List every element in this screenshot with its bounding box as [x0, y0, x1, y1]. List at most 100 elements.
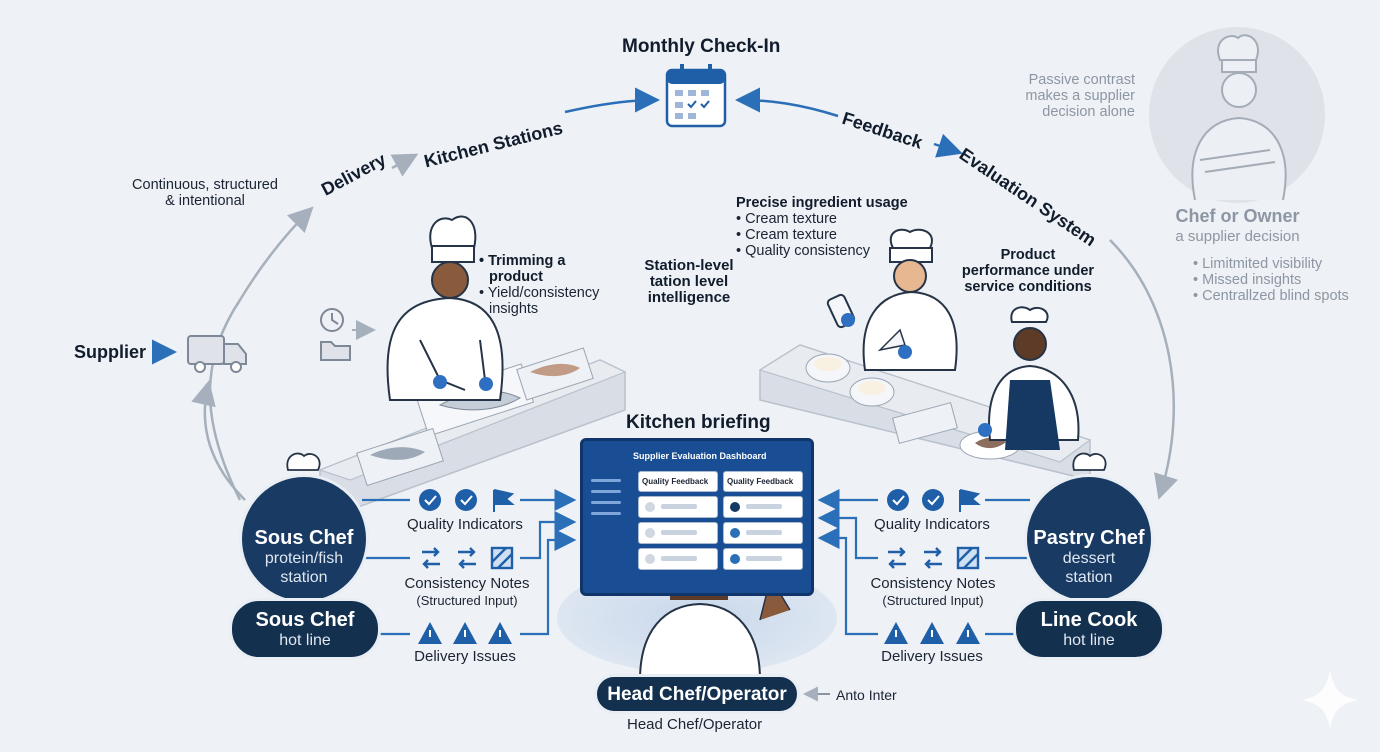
- role-station: station: [1065, 569, 1113, 586]
- left-consistency-notes-label: Consistency Notes: [404, 575, 530, 592]
- passive-issue-item: Centrallzed blind spots: [1193, 288, 1349, 304]
- continuous-note-line2: & intentional: [165, 193, 245, 209]
- right-quality-indicators-label: Quality Indicators: [874, 516, 990, 533]
- supplier-label: Supplier: [74, 342, 147, 362]
- cycle-arc-right: [1109, 239, 1178, 500]
- passive-issue-item: Missed insights: [1193, 272, 1349, 288]
- dashboard-column-right: Quality Feedback: [723, 471, 803, 595]
- dashboard-row[interactable]: [638, 522, 718, 544]
- right-check-icons: [887, 489, 981, 512]
- yield-note: • Yield/consistency insights: [479, 285, 600, 317]
- supplier-up-arc: [191, 380, 246, 501]
- product-perf-line2: performance under: [961, 263, 1095, 279]
- passive-note-line3: decision alone: [1042, 104, 1135, 120]
- right-structured-input-label: (Structured Input): [882, 593, 984, 608]
- fish-chef-figure: [386, 215, 504, 401]
- role-name: Pastry Chef: [1033, 527, 1145, 549]
- head-chef-pill-label: Head Chef/Operator: [607, 684, 787, 705]
- left-quality-indicators-label: Quality Indicators: [407, 516, 523, 533]
- dashboard-sidebar: [591, 471, 621, 515]
- role-station: dessert: [1062, 550, 1116, 567]
- role-name: Sous Chef: [255, 609, 355, 631]
- dashboard-title: Supplier Evaluation Dashboard: [633, 451, 767, 461]
- dashboard-column-header: Quality Feedback: [723, 471, 803, 492]
- trimming-line2: product: [489, 269, 543, 285]
- trimming-line1: Trimming a: [488, 253, 566, 269]
- head-chef-side-note: Anto Inter: [836, 687, 897, 703]
- role-station: hot line: [1063, 632, 1115, 649]
- sparkle-mark: [1302, 670, 1358, 728]
- role-name: Line Cook: [1040, 609, 1138, 631]
- role-name: Sous Chef: [254, 527, 354, 549]
- continuous-note-line1: Continuous, structured: [132, 177, 278, 193]
- role-station: hot line: [279, 632, 331, 649]
- cycle-arc-up-left: [564, 87, 660, 114]
- chef-or-owner-subtitle: a supplier decision: [1175, 228, 1300, 245]
- precise-usage-item: Cream texture: [736, 211, 908, 227]
- yield-line2: insights: [489, 301, 539, 317]
- folder-icon-shape: [320, 341, 351, 361]
- right-cycle-icons: [888, 546, 980, 570]
- dashboard-column-header: Quality Feedback: [638, 471, 718, 492]
- clock-icon-shape: [320, 308, 344, 332]
- station-level-line3: intelligence: [647, 289, 731, 306]
- head-chef-operator-badge[interactable]: Head Chef/Operator: [594, 674, 800, 714]
- station-level-line2: tation level: [649, 273, 729, 290]
- precise-usage-item: Quality consistency: [736, 243, 908, 259]
- right-warning-icons: [884, 622, 980, 644]
- dashboard-row[interactable]: [723, 496, 803, 518]
- pastry-chef-dessert-station-badge[interactable]: Pastry Chef dessert station: [1024, 474, 1154, 604]
- left-cycle-icons: [422, 546, 514, 570]
- passive-contrast-note: Passive contrast makes a supplier decisi…: [1010, 72, 1135, 120]
- precise-usage-item: Cream texture: [736, 227, 908, 243]
- head-chef-caption: Head Chef/Operator: [627, 716, 763, 733]
- role-station: station: [280, 569, 328, 586]
- feedback-arrow: [933, 133, 963, 158]
- monthly-checkin-title: Monthly Check-In: [622, 36, 781, 57]
- dessert-tray: [892, 402, 958, 444]
- left-structured-input-label: (Structured Input): [416, 593, 518, 608]
- left-connectors: [362, 489, 577, 636]
- station-level-note: Station-level tation level intelligence: [634, 258, 744, 306]
- sous-chef-hot-line-badge[interactable]: Sous Chef hot line: [229, 598, 381, 660]
- trimming-note: • Trimming a product: [479, 253, 566, 285]
- product-perf-line1: Product: [1000, 247, 1056, 263]
- precise-usage-title: Precise ingredient usage: [736, 195, 908, 211]
- left-delivery-issues-label: Delivery Issues: [414, 648, 516, 665]
- dashboard-row[interactable]: [638, 548, 718, 570]
- pastry-chef-figure: [826, 228, 958, 371]
- station-level-line1: Station-level: [644, 257, 734, 274]
- product-performance-note: Product performance under service condit…: [958, 247, 1098, 295]
- left-warning-icons: [418, 622, 512, 644]
- delivery-arrow: [390, 153, 419, 177]
- line-cook-figure: [978, 306, 1080, 450]
- supplier-evaluation-dashboard[interactable]: Supplier Evaluation Dashboard Quality Fe…: [580, 438, 814, 596]
- passive-note-line1: Passive contrast: [1028, 72, 1135, 88]
- calendar-icon-shape: [665, 64, 727, 128]
- right-consistency-notes-label: Consistency Notes: [870, 575, 996, 592]
- dashboard-row[interactable]: [723, 548, 803, 570]
- precise-usage-block: Precise ingredient usage Cream texture C…: [736, 195, 908, 259]
- passive-issues-list: Limitmited visibility Missed insights Ce…: [1193, 256, 1349, 304]
- yield-line1: Yield/consistency: [487, 285, 600, 301]
- sous-chef-fish-station-badge[interactable]: Sous Chef protein/fish station: [239, 474, 369, 604]
- line-cook-hot-line-badge[interactable]: Line Cook hot line: [1013, 598, 1165, 660]
- continuous-note: Continuous, structured & intentional: [120, 177, 290, 209]
- dashboard-row[interactable]: [723, 522, 803, 544]
- cycle-arc-left: [208, 206, 314, 501]
- passive-issue-item: Limitmited visibility: [1193, 256, 1349, 272]
- kitchen-briefing-title: Kitchen briefing: [626, 412, 771, 433]
- chef-or-owner-title: Chef or Owner: [1175, 206, 1300, 226]
- dashboard-row[interactable]: [638, 496, 718, 518]
- left-check-icons: [419, 489, 515, 512]
- passive-chef-figure: [1191, 34, 1287, 201]
- dashboard-column-left: Quality Feedback: [638, 471, 718, 595]
- right-connectors: [817, 489, 1030, 636]
- cycle-arc-up-right: [735, 87, 839, 118]
- truck-icon-shape: [187, 335, 247, 373]
- product-perf-line3: service conditions: [964, 279, 1092, 295]
- right-delivery-issues-label: Delivery Issues: [881, 648, 983, 665]
- passive-note-line2: makes a supplier: [1025, 88, 1135, 104]
- role-station: protein/fish: [264, 550, 344, 567]
